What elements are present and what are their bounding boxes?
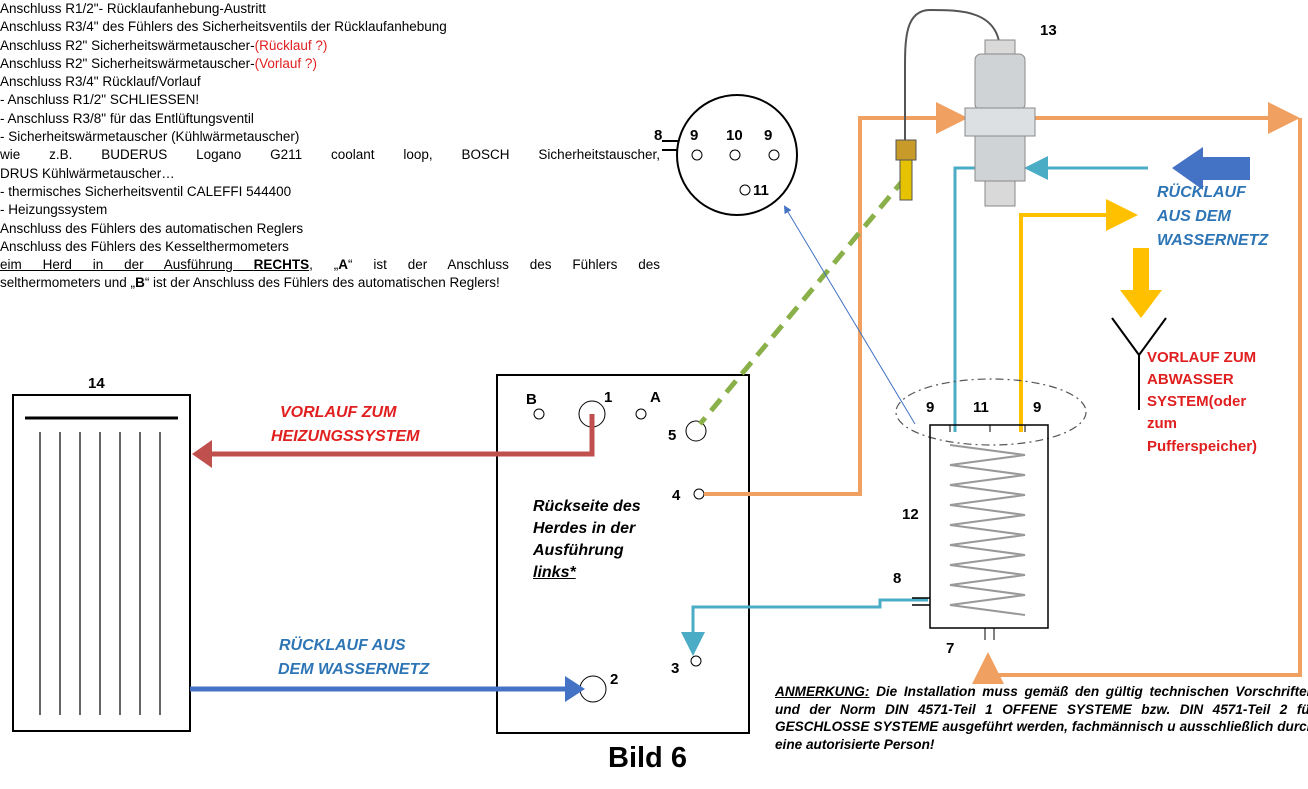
flow-teal xyxy=(681,156,1148,656)
legend-line-6: - Anschluss R1/2" SCHLIESSEN! xyxy=(0,92,200,108)
port-A xyxy=(635,408,647,420)
figure-label: Bild 6 xyxy=(608,742,687,774)
port-5 xyxy=(685,420,707,442)
label-abwasser-3: SYSTEM(oder xyxy=(1147,393,1246,410)
label-ruecklauf-1: RÜCKLAUF AUS xyxy=(279,635,406,654)
sensor-line xyxy=(698,176,907,426)
legend-line-15-a: eim Herd in der Ausführung xyxy=(0,257,254,273)
legend-line-1: Anschluss R1/2"- Rücklaufanhebung-Austri… xyxy=(0,1,266,16)
stove-back xyxy=(496,374,750,734)
stove-caption-1: Rückseite des xyxy=(533,498,641,515)
legend-line-15-e: “ ist der Anschluss des Fühlers des xyxy=(348,257,660,273)
legend-line-3-red: (Rücklauf ?) xyxy=(254,37,328,53)
label-ruecklauf-right-2: AUS DEM xyxy=(1156,208,1231,225)
label-4: 4 xyxy=(672,487,681,504)
legend-line-5: Anschluss R3/4" Rücklauf/Vorlauf xyxy=(0,74,201,90)
legend-line-4-text: Anschluss R2" Sicherheitswärmetauscher- xyxy=(0,55,255,71)
legend-line-4: Anschluss R2" Sicherheitswärmetauscher-(… xyxy=(0,55,660,73)
label-8-tank: 8 xyxy=(893,570,901,587)
label-12: 12 xyxy=(902,506,919,523)
legend-line-11: - thermisches Sicherheitsventil CALEFFI … xyxy=(0,183,292,199)
label-9-tank-left: 9 xyxy=(926,399,934,416)
installation-note: ANMERKUNG: Die Installation muss gemäß d… xyxy=(775,683,1308,753)
port-B xyxy=(533,408,545,420)
legend-line-7: - Anschluss R3/8" für das Entlüftungsven… xyxy=(0,110,254,126)
big-blue-arrow xyxy=(1172,147,1250,190)
legend-line-4-red: (Vorlauf ?) xyxy=(254,55,317,71)
legend-line-15-c: , „ xyxy=(309,257,339,273)
label-ruecklauf-2: DEM WASSERNETZ xyxy=(278,661,430,678)
legend-line-14: Anschluss des Fühlers des Kesselthermome… xyxy=(0,238,289,254)
label-abwasser-2: ABWASSER xyxy=(1147,371,1234,388)
label-9-circle-right: 9 xyxy=(764,127,772,144)
legend-line-3: Anschluss R2" Sicherheitswärmetauscher-(… xyxy=(0,37,660,55)
label-3: 3 xyxy=(671,660,679,677)
label-8-circle: 8 xyxy=(654,127,662,144)
pointer-line xyxy=(783,205,916,425)
flow-orange xyxy=(704,102,1302,684)
label-11-tank: 11 xyxy=(973,399,989,416)
stove-caption-3: Ausführung xyxy=(533,542,624,559)
safety-valve xyxy=(895,8,1036,207)
stove-caption-4: links* xyxy=(533,564,576,581)
stove-caption: Rückseite des Herdes in der Ausführung l… xyxy=(533,496,673,584)
label-11-circle: 11 xyxy=(753,182,769,199)
legend-line-16-b: B xyxy=(135,275,145,291)
label-9-circle-left: 9 xyxy=(690,127,698,144)
label-5: 5 xyxy=(668,427,676,444)
drain-funnel xyxy=(1111,317,1167,410)
label-abwasser-1: VORLAUF ZUM xyxy=(1147,349,1256,366)
label-ruecklauf-right-3: WASSERNETZ xyxy=(1157,232,1269,249)
port-4 xyxy=(693,488,705,500)
label-B: B xyxy=(526,391,537,408)
legend-line-15: eim Herd in der Ausführung RECHTS, „A“ i… xyxy=(0,256,660,274)
label-13: 13 xyxy=(1040,22,1057,39)
legend-line-12: - Heizungssystem xyxy=(0,202,108,218)
port-3 xyxy=(690,655,702,667)
legend-line-13: Anschluss des Fühlers des automatischen … xyxy=(0,220,304,236)
label-vorlauf-heizung-2: HEIZUNGSSYSTEM xyxy=(271,428,420,445)
note-head: ANMERKUNG: xyxy=(775,684,870,699)
legend-line-3-text: Anschluss R2" Sicherheitswärmetauscher- xyxy=(0,37,255,53)
legend-line-2: Anschluss R3/4" des Fühlers des Sicherhe… xyxy=(0,19,447,35)
label-14: 14 xyxy=(88,375,105,392)
label-1: 1 xyxy=(604,389,612,406)
legend-line-10: DRUS Kühlwärmetauscher… xyxy=(0,165,175,181)
legend-line-9: wie z.B. BUDERUS Logano G211 coolant loo… xyxy=(0,147,660,163)
stove-caption-2: Herdes in der xyxy=(533,520,636,537)
flow-ruecklauf-wassernetz xyxy=(190,676,585,702)
connector-circle xyxy=(662,94,798,216)
legend: Anschluss R1/2"- Rücklaufanhebung-Austri… xyxy=(0,0,660,293)
label-abwasser-5: Pufferspeicher) xyxy=(1147,438,1257,455)
label-abwasser-4: zum xyxy=(1147,415,1177,432)
label-A: A xyxy=(650,389,661,406)
label-7: 7 xyxy=(946,640,954,657)
flow-vorlauf-heizung xyxy=(192,414,595,468)
legend-line-16-c: “ ist der Anschluss des Fühlers des auto… xyxy=(144,275,500,291)
label-ruecklauf-right-1: RÜCKLAUF xyxy=(1157,182,1247,201)
note-body: Die Installation muss gemäß den gültig t… xyxy=(775,684,1308,752)
label-10: 10 xyxy=(726,127,743,144)
legend-line-15-b: RECHTS xyxy=(253,257,310,273)
label-vorlauf-heizung-1: VORLAUF ZUM xyxy=(280,404,397,421)
flow-yellow xyxy=(1019,199,1162,432)
radiator xyxy=(12,394,191,732)
legend-line-16: selthermometers und „B“ ist der Anschlus… xyxy=(0,274,660,292)
legend-line-16-a: selthermometers und „ xyxy=(0,275,136,291)
label-2: 2 xyxy=(610,671,618,688)
legend-line-8: - Sicherheitswärmetauscher (Kühlwärmetau… xyxy=(0,129,300,145)
label-9-tank-right: 9 xyxy=(1033,399,1041,416)
legend-line-15-d: A xyxy=(338,257,349,273)
heat-exchanger-tank xyxy=(895,378,1087,640)
